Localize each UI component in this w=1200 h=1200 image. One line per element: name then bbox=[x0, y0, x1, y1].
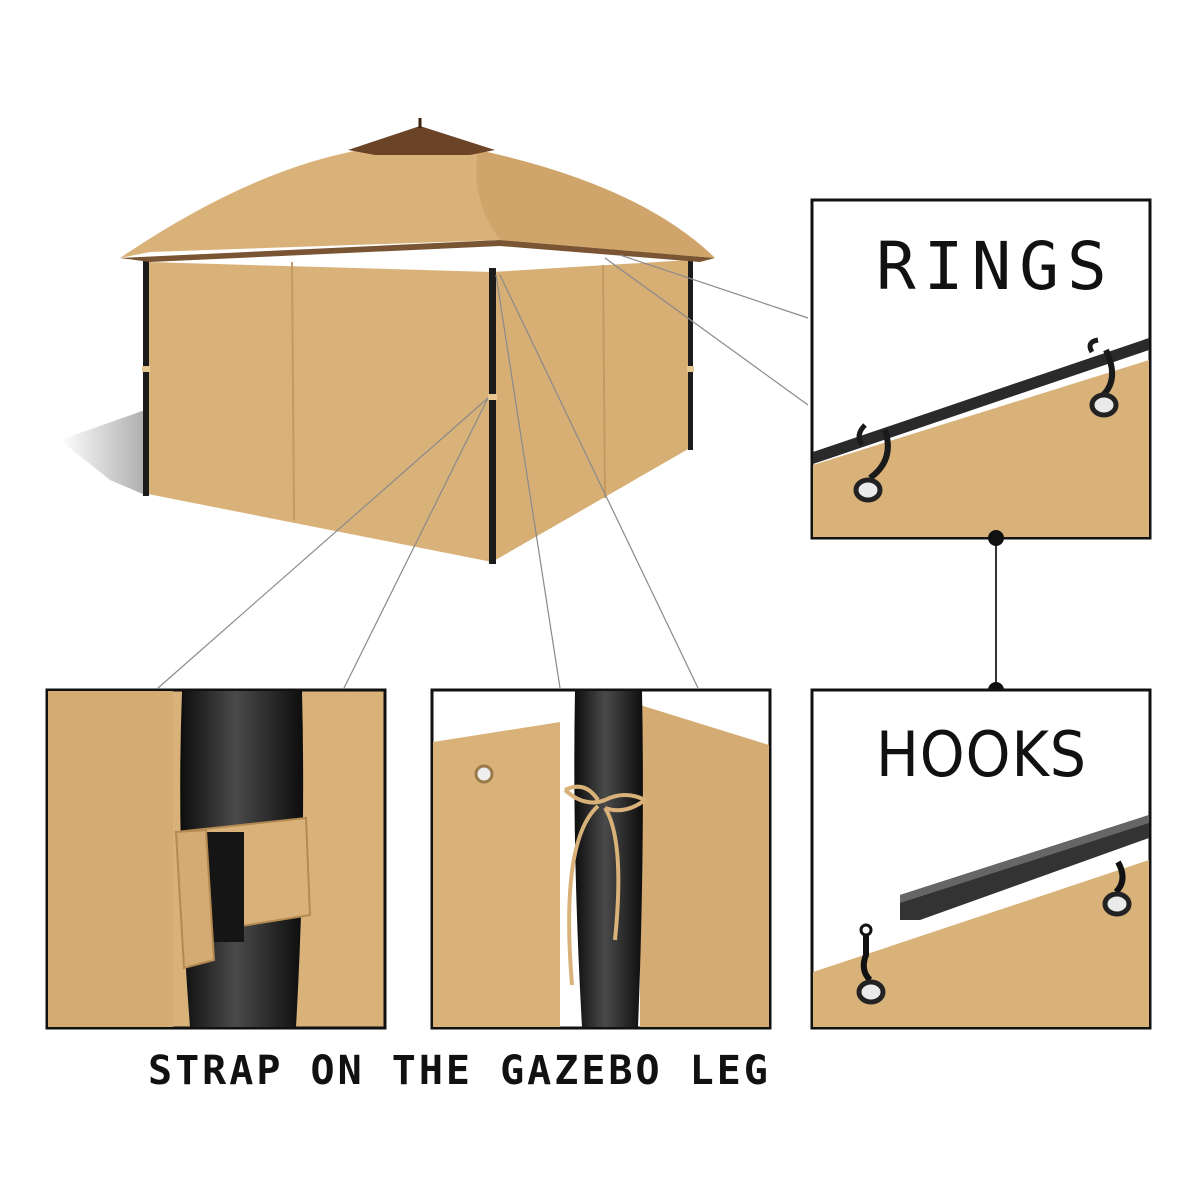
ground-shadow bbox=[60, 410, 145, 495]
roof-vent bbox=[348, 126, 495, 155]
gazebo-pole bbox=[143, 260, 149, 496]
panel-connector bbox=[988, 530, 1004, 698]
right-wall bbox=[492, 260, 690, 562]
tie-icon bbox=[563, 784, 649, 986]
hooks-panel bbox=[810, 688, 1152, 1030]
gazebo-illustration bbox=[60, 118, 715, 564]
rings-panel bbox=[810, 198, 1152, 540]
left-wall bbox=[148, 262, 492, 562]
hook-icon bbox=[1102, 860, 1132, 917]
callout-lines bbox=[157, 254, 809, 689]
gazebo-pole bbox=[688, 258, 693, 450]
gazebo-pole bbox=[489, 268, 496, 564]
ring-icon bbox=[1087, 337, 1119, 418]
rail-bar bbox=[813, 338, 1149, 464]
hooks-label: HOOKS bbox=[876, 718, 1087, 791]
tie-panel bbox=[430, 688, 772, 1030]
ring-icon bbox=[853, 423, 891, 503]
strap-icon bbox=[174, 816, 312, 970]
strap-panel bbox=[45, 688, 387, 1030]
strap-caption: STRAP ON THE GAZEBO LEG bbox=[148, 1048, 771, 1094]
rings-label: RINGS bbox=[876, 228, 1115, 305]
hook-icon bbox=[856, 923, 886, 1005]
